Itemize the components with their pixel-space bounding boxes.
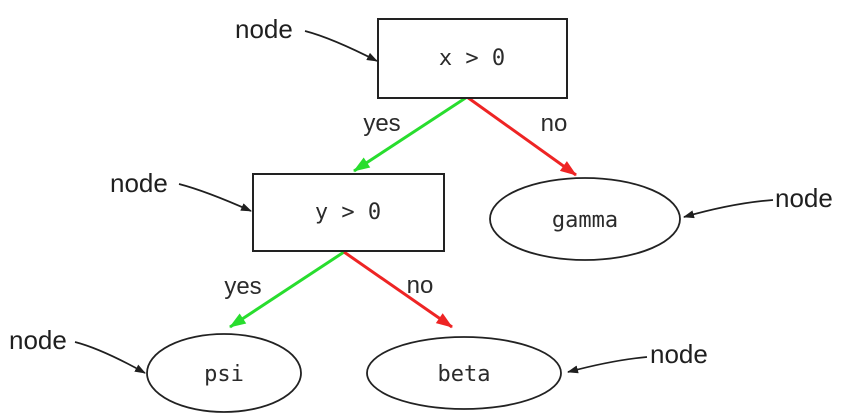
leaf-node-gamma xyxy=(489,177,681,261)
decision-node-left-label: y > 0 xyxy=(315,200,381,225)
annotation-label-gamma: node xyxy=(775,183,833,213)
leaf-node-beta xyxy=(366,336,562,410)
annotation-arrow-gamma xyxy=(683,199,774,219)
edge-left-decision-no xyxy=(343,250,453,329)
edge-label-yes-2: yes xyxy=(224,273,261,300)
annotation-arrow-beta xyxy=(567,356,648,374)
edge-label-yes-1: yes xyxy=(363,110,400,137)
annotation-label-left: node xyxy=(110,168,168,198)
annotation-label-beta: node xyxy=(650,339,708,369)
edge-left-decision-yes xyxy=(229,250,345,329)
annotation-arrow-root xyxy=(304,30,378,62)
decision-node-root-label: x > 0 xyxy=(439,46,505,71)
leaf-node-psi-label: psi xyxy=(204,362,244,387)
leaf-node-beta-label: beta xyxy=(438,362,491,387)
decision-node-left xyxy=(252,173,445,252)
leaf-node-psi xyxy=(146,333,302,413)
edge-label-no-1: no xyxy=(541,110,568,137)
decision-node-root xyxy=(377,18,568,99)
annotation-label-psi: node xyxy=(9,325,67,355)
annotation-arrow-psi xyxy=(74,341,146,374)
annotation-arrow-left xyxy=(178,183,252,212)
edge-label-no-2: no xyxy=(407,272,434,299)
edge-root-yes xyxy=(353,95,468,173)
edge-root-no xyxy=(466,95,577,177)
annotation-label-root: node xyxy=(235,14,293,44)
leaf-node-gamma-label: gamma xyxy=(552,208,618,233)
